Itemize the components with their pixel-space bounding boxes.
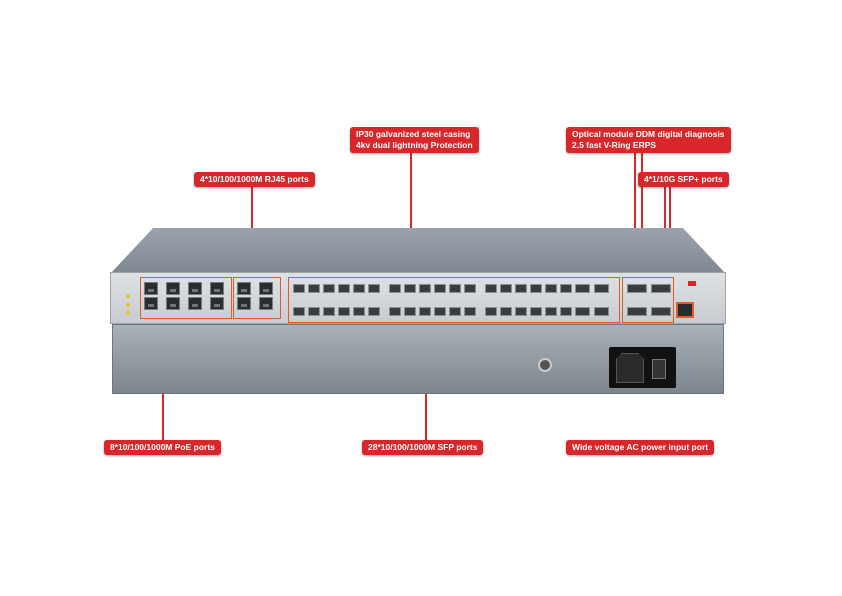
sfp-port[interactable] <box>434 284 446 293</box>
callout-rj45: 4*10/100/1000M RJ45 ports <box>194 172 315 187</box>
sfp-port[interactable] <box>560 284 572 293</box>
sfp-port[interactable] <box>545 284 557 293</box>
sfp-plus-port[interactable] <box>651 284 671 293</box>
sfp-port[interactable] <box>338 284 350 293</box>
rj45-port[interactable] <box>188 282 202 295</box>
sfp-plus-port[interactable] <box>627 307 647 316</box>
leader-ddm-2 <box>641 152 643 292</box>
sfp-port[interactable] <box>530 307 542 316</box>
sfp-port[interactable] <box>308 284 320 293</box>
rj45-port[interactable] <box>237 282 251 295</box>
poe-ports <box>144 282 230 310</box>
rj45-port[interactable] <box>237 297 251 310</box>
leader-casing <box>410 152 412 248</box>
sfp-port[interactable] <box>308 307 320 316</box>
sfp-port-group <box>288 277 620 323</box>
rj45-port[interactable] <box>259 297 273 310</box>
rj45-port[interactable] <box>144 282 158 295</box>
sfp-port[interactable] <box>323 307 335 316</box>
rj45-port[interactable] <box>210 282 224 295</box>
brand-logo-icon <box>688 281 696 286</box>
sfp-port[interactable] <box>449 307 461 316</box>
sfp-port[interactable] <box>594 284 609 293</box>
rj45-port[interactable] <box>166 297 180 310</box>
sfp-port[interactable] <box>368 307 380 316</box>
status-led-panel <box>116 278 138 318</box>
sfp-port[interactable] <box>368 284 380 293</box>
sfp-port[interactable] <box>404 284 416 293</box>
sfp-plus-port-group <box>622 277 674 323</box>
callout-power: Wide voltage AC power input port <box>566 440 715 455</box>
callout-ddm: Optical module DDM digital diagnosis 2.5… <box>566 127 731 153</box>
leader-ddm-1 <box>634 152 636 292</box>
sfp-port[interactable] <box>419 307 431 316</box>
sfp-ports-block-2 <box>389 284 477 316</box>
sfp-port[interactable] <box>293 284 305 293</box>
rj45-port[interactable] <box>144 297 158 310</box>
rj45-port-group <box>233 277 281 319</box>
sfp-port[interactable] <box>449 284 461 293</box>
sfp-port[interactable] <box>575 307 590 316</box>
sfp-port[interactable] <box>515 307 527 316</box>
rocker-switch-icon[interactable] <box>652 359 666 379</box>
sfp-port[interactable] <box>434 307 446 316</box>
iec-power-socket-icon[interactable] <box>616 353 644 383</box>
sfp-port[interactable] <box>515 284 527 293</box>
callout-poe: 8*10/100/1000M PoE ports <box>104 440 221 455</box>
screw-icon <box>538 358 552 372</box>
sfp-ports-block-3 <box>485 284 573 316</box>
sfp-ports-block-4 <box>575 284 611 316</box>
sfp-port[interactable] <box>353 307 365 316</box>
sfp-port[interactable] <box>404 307 416 316</box>
callout-casing-line2: 4kv dual lightning Protection <box>356 140 473 150</box>
chassis-top <box>110 228 726 274</box>
sfp-port[interactable] <box>560 307 572 316</box>
console-port[interactable] <box>676 302 694 318</box>
callout-ddm-line1: Optical module DDM digital diagnosis <box>572 129 725 139</box>
rj45-port[interactable] <box>188 297 202 310</box>
status-led <box>126 311 130 315</box>
sfp-ports-block-1 <box>293 284 381 316</box>
sfp-port[interactable] <box>530 284 542 293</box>
status-led <box>126 303 130 307</box>
sfp-port[interactable] <box>419 284 431 293</box>
sfp-port[interactable] <box>389 284 401 293</box>
sfp-port[interactable] <box>485 284 497 293</box>
sfp-port[interactable] <box>545 307 557 316</box>
callout-sfp: 28*10/100/1000M SFP ports <box>362 440 484 455</box>
sfp-port[interactable] <box>575 284 590 293</box>
sfp-plus-ports <box>627 284 673 316</box>
sfp-plus-port[interactable] <box>651 307 671 316</box>
rj45-port[interactable] <box>210 297 224 310</box>
sfp-port[interactable] <box>464 307 476 316</box>
callout-sfp-plus: 4*1/10G SFP+ ports <box>638 172 729 187</box>
poe-port-group <box>140 277 232 319</box>
sfp-port[interactable] <box>323 284 335 293</box>
sfp-port[interactable] <box>464 284 476 293</box>
rj45-port[interactable] <box>166 282 180 295</box>
sfp-port[interactable] <box>353 284 365 293</box>
rj45-port[interactable] <box>259 282 273 295</box>
status-led <box>126 294 130 298</box>
sfp-port[interactable] <box>389 307 401 316</box>
callout-ddm-line2: 2.5 fast V-Ring ERPS <box>572 140 657 150</box>
sfp-port[interactable] <box>594 307 609 316</box>
rj45-ports <box>237 282 279 310</box>
sfp-port[interactable] <box>500 284 512 293</box>
sfp-plus-port[interactable] <box>627 284 647 293</box>
sfp-port[interactable] <box>485 307 497 316</box>
sfp-port[interactable] <box>338 307 350 316</box>
sfp-port[interactable] <box>293 307 305 316</box>
callout-casing: IP30 galvanized steel casing 4kv dual li… <box>350 127 479 153</box>
sfp-port[interactable] <box>500 307 512 316</box>
callout-casing-line1: IP30 galvanized steel casing <box>356 129 471 139</box>
